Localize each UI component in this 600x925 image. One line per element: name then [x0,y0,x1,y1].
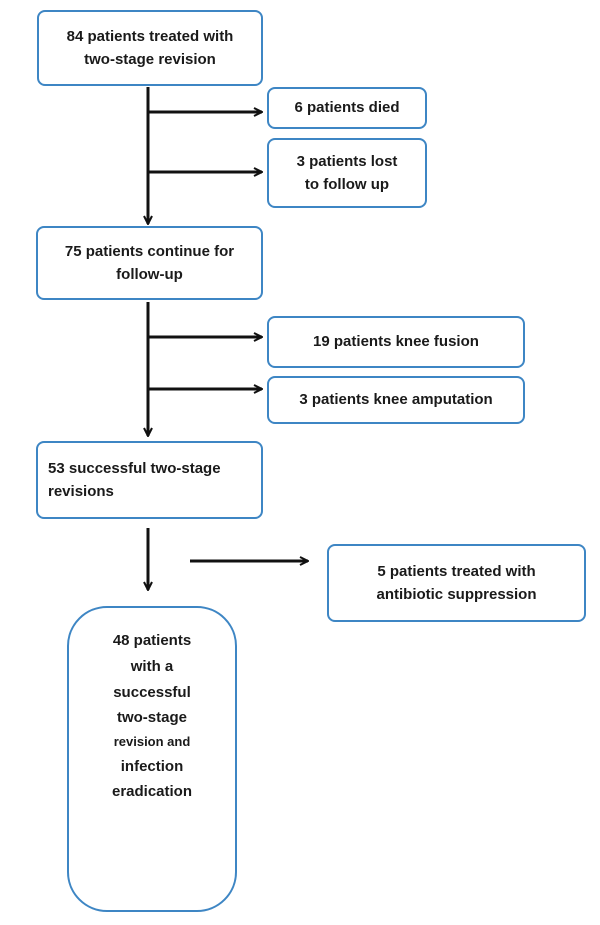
node-lost-line-2: to follow up [304,176,390,193]
node-continue-line-1: 75 patients continue for [64,242,235,260]
node-final-line-4: two-stage [116,709,187,727]
node-fusion: 19 patients knee fusion [267,316,525,368]
node-successful-line-2: revisions [48,483,114,500]
node-start-line-1: 84 patients treated with [66,27,234,45]
node-final-line-3: successful [113,683,191,701]
node-continue: 75 patients continue for follow-up [36,226,263,300]
node-continue-line-2: follow-up [116,266,183,283]
node-final: 48 patients with a successful two-stage … [67,606,237,912]
node-final-line-1: 48 patients [112,632,192,649]
node-successful: 53 successful two-stage revisions [36,441,263,519]
node-successful-line-1: 53 successful two-stage [48,459,221,477]
node-lost-line-1: 3 patients lost [296,152,398,170]
node-suppression: 5 patients treated with antibiotic suppr… [327,544,586,622]
node-amputation: 3 patients knee amputation [267,376,525,424]
node-final-line-5: revision and [113,734,191,750]
node-final-line-7: eradication [111,783,193,801]
node-died: 6 patients died [267,87,427,129]
node-died-line-1: 6 patients died [294,99,400,117]
node-final-line-2: with a [130,657,174,675]
node-final-line-6: infection [120,757,184,775]
node-lost: 3 patients lost to follow up [267,138,427,208]
node-fusion-line-1: 19 patients knee fusion [313,333,479,351]
node-start: 84 patients treated with two-stage revis… [37,10,263,86]
node-suppression-line-1: 5 patients treated with [377,562,536,580]
node-suppression-line-2: antibiotic suppression [376,586,537,603]
node-start-line-2: two-stage revision [84,51,216,68]
node-amputation-line-1: 3 patients knee amputation [299,391,493,409]
